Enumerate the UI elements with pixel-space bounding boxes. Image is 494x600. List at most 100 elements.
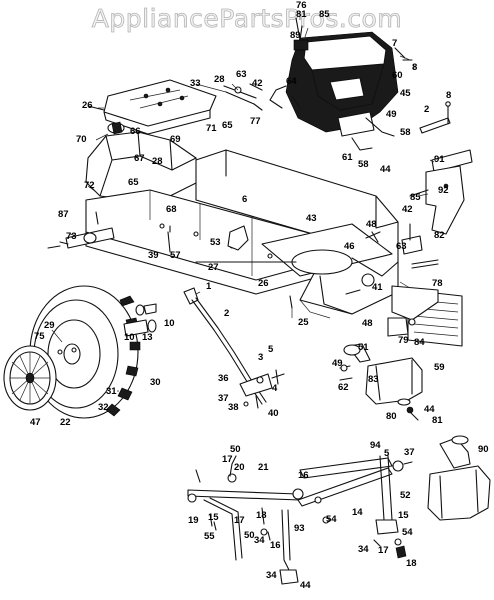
rear-wheel-assembly [3, 285, 157, 419]
callout-muffler-62: 62 [338, 382, 349, 393]
callout-frame-6: 6 [242, 194, 247, 205]
callout-frame-67: 67 [134, 153, 145, 164]
callout-pin-8: 8 [446, 90, 451, 101]
callout-frame-70: 70 [76, 134, 87, 145]
callout-muffler-59: 59 [434, 362, 445, 373]
callout-frame-72: 72 [84, 180, 95, 191]
callout-engine-bracket-bolt: 76 [296, 0, 307, 11]
callout-steer-15: 15 [208, 512, 219, 523]
callout-link-3: 3 [258, 352, 263, 363]
callout-muffler-44a: 44 [424, 404, 435, 415]
callout-engine-mount-89: 89 [290, 30, 301, 41]
callout-pedal-1: 1 [206, 281, 212, 292]
callout-wheel-32: 32 [98, 402, 109, 413]
callout-link-38: 38 [228, 402, 239, 413]
callout-link-5a: 5 [268, 344, 274, 355]
callout-wheel-13: 13 [142, 332, 153, 343]
callout-engine-58a: 58 [400, 127, 411, 138]
callout-frame-48b: 48 [362, 318, 373, 329]
callout-steer-94: 94 [370, 440, 381, 451]
callout-steer-17b: 17 [234, 515, 245, 526]
steering-linkage [187, 455, 413, 585]
callout-bracket-85: 85 [410, 192, 421, 203]
callout-wheel-75: 75 [34, 331, 45, 342]
callout-steer-34c: 34 [266, 570, 277, 581]
callout-frame-84: 84 [414, 337, 425, 348]
callout-wheel-10a: 10 [164, 318, 175, 329]
callout-engine-bracket-washer: 81 [296, 9, 307, 20]
callout-steer-5b: 5 [384, 448, 390, 459]
callout-steer-16b: 16 [270, 540, 281, 551]
engine-assembly [269, 17, 413, 151]
callout-frame-57: 57 [170, 250, 181, 261]
callout-steer-37b: 37 [404, 447, 415, 458]
callout-frame-48a: 48 [366, 219, 377, 230]
callout-frame-66: 66 [130, 126, 141, 137]
callout-wheel-10b: 10 [124, 332, 135, 343]
callout-frame-28: 28 [152, 156, 163, 167]
callout-steer-93: 93 [294, 523, 305, 534]
callout-steer-14: 14 [352, 507, 363, 518]
callout-engine-64: 64 [286, 76, 297, 87]
callout-steer-52: 52 [400, 490, 411, 501]
callout-frame-68: 68 [166, 204, 177, 215]
callout-steer-17a: 17 [222, 454, 233, 465]
callout-steer-54a: 54 [326, 514, 337, 525]
callout-frame-42: 42 [402, 204, 413, 215]
callout-frame-46: 46 [344, 241, 355, 252]
callout-throttle-33: 33 [190, 78, 201, 89]
callout-frame-26: 26 [258, 278, 269, 289]
dash-panel [87, 79, 217, 135]
callout-frame-43: 43 [306, 213, 317, 224]
callout-link-37a: 37 [218, 393, 229, 404]
callout-bracket-92: 92 [438, 185, 449, 196]
callout-steer-21: 21 [258, 462, 269, 473]
callout-steer-17c: 17 [378, 545, 389, 556]
callout-frame-53: 53 [210, 237, 221, 248]
callout-frame-39: 39 [148, 250, 159, 261]
callout-steer-50b: 50 [244, 530, 255, 541]
pedal-assembly [183, 287, 285, 409]
callout-steer-34b: 34 [254, 535, 265, 546]
callout-muffler-83: 83 [368, 374, 379, 385]
callout-dash-71: 71 [206, 123, 217, 134]
callout-steer-34a: 34 [358, 544, 369, 555]
callout-throttle-42: 42 [252, 78, 263, 89]
callout-engine-60: 60 [392, 70, 403, 81]
callout-muffler-90: 90 [478, 444, 489, 455]
callout-frame-41: 41 [372, 282, 383, 293]
callout-strip-91: 91 [434, 154, 445, 165]
callout-pedal-2: 2 [224, 308, 229, 319]
callout-steer-19: 19 [188, 515, 199, 526]
callout-muffler-49: 49 [332, 358, 343, 369]
callout-frame-78: 78 [432, 278, 443, 289]
callout-link-40: 40 [268, 408, 279, 419]
callout-frame-51: 51 [358, 342, 369, 353]
callout-frame-82: 82 [434, 230, 445, 241]
callout-dash-65a: 65 [222, 120, 233, 131]
engine-pins [419, 101, 473, 173]
callout-steer-55: 55 [204, 531, 215, 542]
callout-frame-79: 79 [398, 335, 409, 346]
callout-wheel-30: 30 [150, 377, 161, 388]
callout-steer-50a: 50 [230, 444, 241, 455]
callout-frame-25: 25 [298, 317, 309, 328]
callout-wheel-22: 22 [60, 417, 71, 428]
callout-frame-69: 69 [170, 134, 181, 145]
callout-steer-15b: 15 [398, 510, 409, 521]
callout-wheel-31: 31 [106, 386, 117, 397]
callout-steer-16a: 16 [298, 470, 309, 481]
callout-pin-2: 2 [424, 104, 429, 115]
lower-muffler [427, 435, 491, 521]
callout-engine-49: 49 [386, 109, 397, 120]
callout-muffler-44b: 44 [300, 580, 311, 591]
leader-lines [51, 12, 435, 392]
callout-steer-54b: 54 [402, 527, 413, 538]
callout-engine-45: 45 [400, 88, 411, 99]
main-frame [47, 121, 465, 347]
callout-axle-73: 73 [66, 231, 77, 242]
callout-throttle-63: 63 [236, 69, 247, 80]
callout-axle-87: 87 [58, 209, 69, 220]
